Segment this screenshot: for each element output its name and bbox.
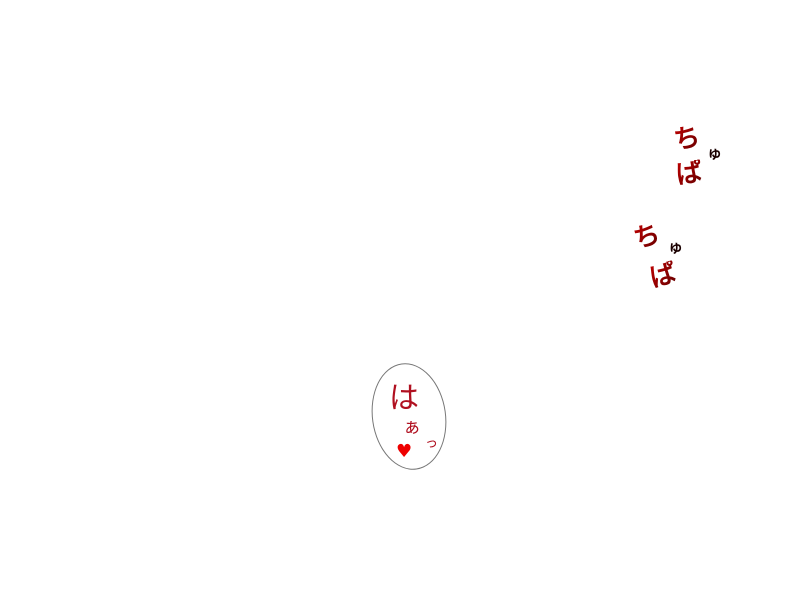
heart-icon: ♥ xyxy=(396,441,413,462)
sfx-char: ぱ xyxy=(646,258,680,294)
sfx-char: ち xyxy=(671,121,703,157)
bubble-char: は xyxy=(389,381,419,416)
bubble-char: ぁ xyxy=(403,417,421,438)
sfx-char: ち xyxy=(630,219,664,255)
bubble-char: っ xyxy=(425,436,439,451)
sfx-char: ぱ xyxy=(674,157,704,191)
sfx-char: ゅ xyxy=(707,144,723,162)
sfx-char: ゅ xyxy=(668,238,684,256)
